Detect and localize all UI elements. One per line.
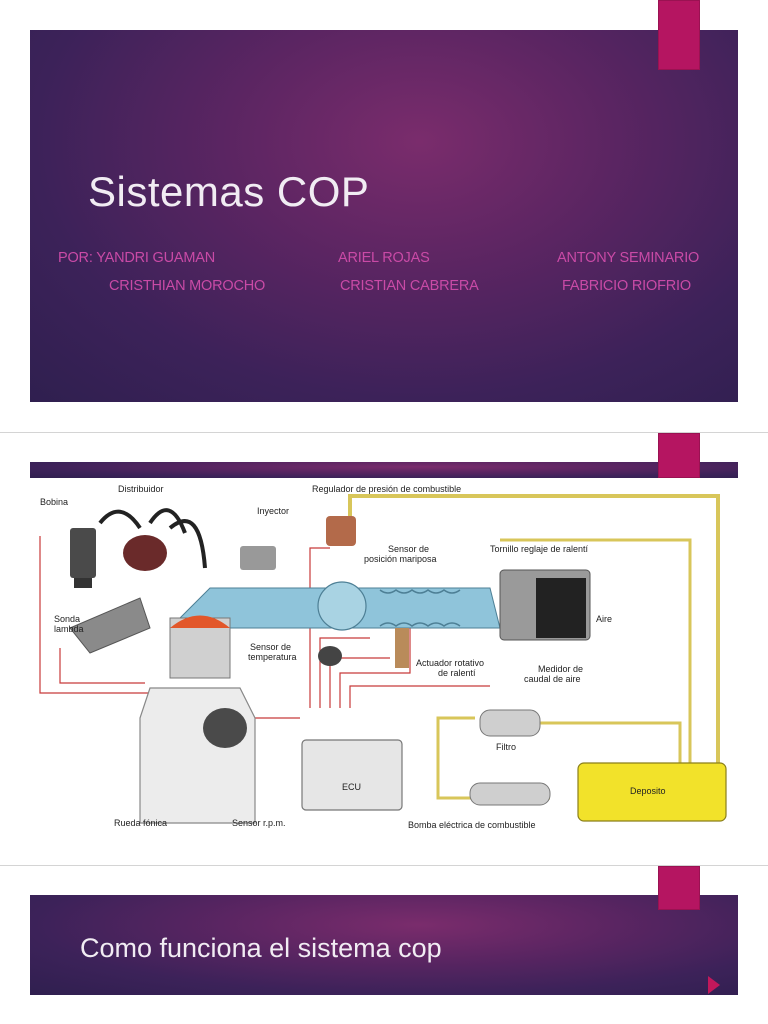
fuel-injection-diagram: Bobina Distribuidor Inyector Regulador d… [30, 478, 738, 838]
label-tornillo: Tornillo reglaje de ralentí [490, 544, 589, 554]
slide-title: Como funciona el sistema cop [80, 933, 442, 963]
slide-divider [0, 432, 768, 433]
label-inyector: Inyector [257, 506, 290, 516]
label-sensor-posicion: posición mariposa [364, 554, 437, 564]
label-deposito: Deposito [630, 786, 666, 796]
label-regulador: Regulador de presión de combustible [312, 484, 462, 494]
slide3-accent-tab [658, 866, 700, 910]
slide-divider [0, 865, 768, 866]
label-actuador: Actuador rotativo [416, 658, 485, 668]
label-sensor-temperatura: temperatura [248, 652, 297, 662]
label-filtro: Filtro [496, 742, 516, 752]
slide-title: Sistemas COP [88, 168, 370, 215]
author-name: POR: YANDRI GUAMAN [58, 250, 215, 266]
label-sonda: Sonda [54, 614, 81, 624]
label-sensor-posicion: Sensor de [388, 544, 430, 554]
author-name: CRISTIAN CABRERA [340, 278, 479, 294]
label-medidor: caudal de aire [524, 674, 581, 684]
engine-schematic-svg [39, 494, 727, 824]
label-actuador: de ralentí [438, 668, 476, 678]
author-name: ARIEL ROJAS [338, 250, 430, 266]
label-bomba: Bomba eléctrica de combustible [408, 820, 536, 830]
slide2-header-band [30, 462, 738, 478]
label-aire: Aire [596, 614, 613, 624]
author-name: CRISTHIAN MOROCHO [109, 278, 266, 294]
label-medidor: Medidor de [538, 664, 584, 674]
title-slide [30, 30, 738, 402]
label-sonda: lambda [54, 624, 84, 634]
label-sensor-rpm: Sensor r.p.m. [232, 818, 286, 828]
author-name: FABRICIO RIOFRIO [562, 278, 691, 294]
slide1-accent-tab [658, 0, 700, 70]
label-sensor-temperatura: Sensor de [250, 642, 292, 652]
label-rueda-fonica: Rueda fónica [114, 818, 168, 828]
author-name: ANTONY SEMINARIO [557, 250, 700, 266]
label-ecu: ECU [342, 782, 362, 792]
label-distribuidor: Distribuidor [118, 484, 164, 494]
arrow-bullet-icon [708, 976, 720, 994]
label-bobina: Bobina [40, 497, 69, 507]
section-slide [30, 895, 738, 995]
slide2-accent-tab [658, 433, 700, 478]
